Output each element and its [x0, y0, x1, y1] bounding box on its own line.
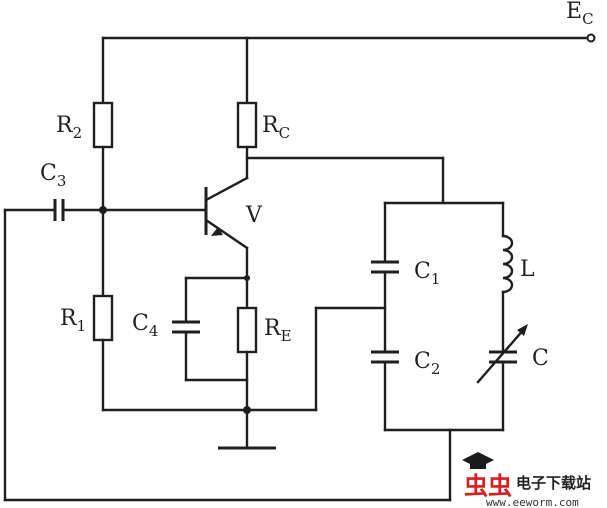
transistor-emitter	[204, 218, 249, 250]
label-c1: C1	[414, 259, 440, 288]
capacitor-c-variable-arrow	[476, 326, 527, 384]
label-r2: R2	[56, 113, 82, 142]
watermark: 虫虫 电子下载站 www.eeworm.com	[462, 452, 591, 508]
watermark-site-name: 电子下载站	[516, 474, 591, 492]
inductor-l	[501, 234, 514, 294]
supply-terminal	[586, 33, 596, 43]
watermark-logo: 虫虫	[464, 472, 512, 500]
resistor-rc	[236, 101, 258, 149]
label-l: L	[520, 257, 535, 282]
transistor-emitter-arrow	[211, 227, 223, 236]
label-c4: C4	[132, 311, 158, 340]
resistor-r2	[92, 101, 114, 149]
watermark-url: www.eeworm.com	[486, 496, 579, 508]
resistor-r1	[92, 294, 114, 342]
label-supply: EC	[566, 0, 594, 28]
graduation-cap-base	[470, 463, 486, 469]
label-rc: RC	[262, 113, 290, 142]
label-c: C	[532, 346, 549, 371]
label-v: V	[245, 203, 263, 228]
label-c2: C2	[414, 349, 440, 378]
resistor-re	[236, 306, 258, 354]
label-re: RE	[264, 316, 292, 345]
transistor-collector	[204, 176, 249, 202]
label-c3: C3	[40, 161, 66, 190]
capacitor-c-arrowhead	[517, 324, 528, 336]
label-r1: R1	[60, 306, 86, 335]
